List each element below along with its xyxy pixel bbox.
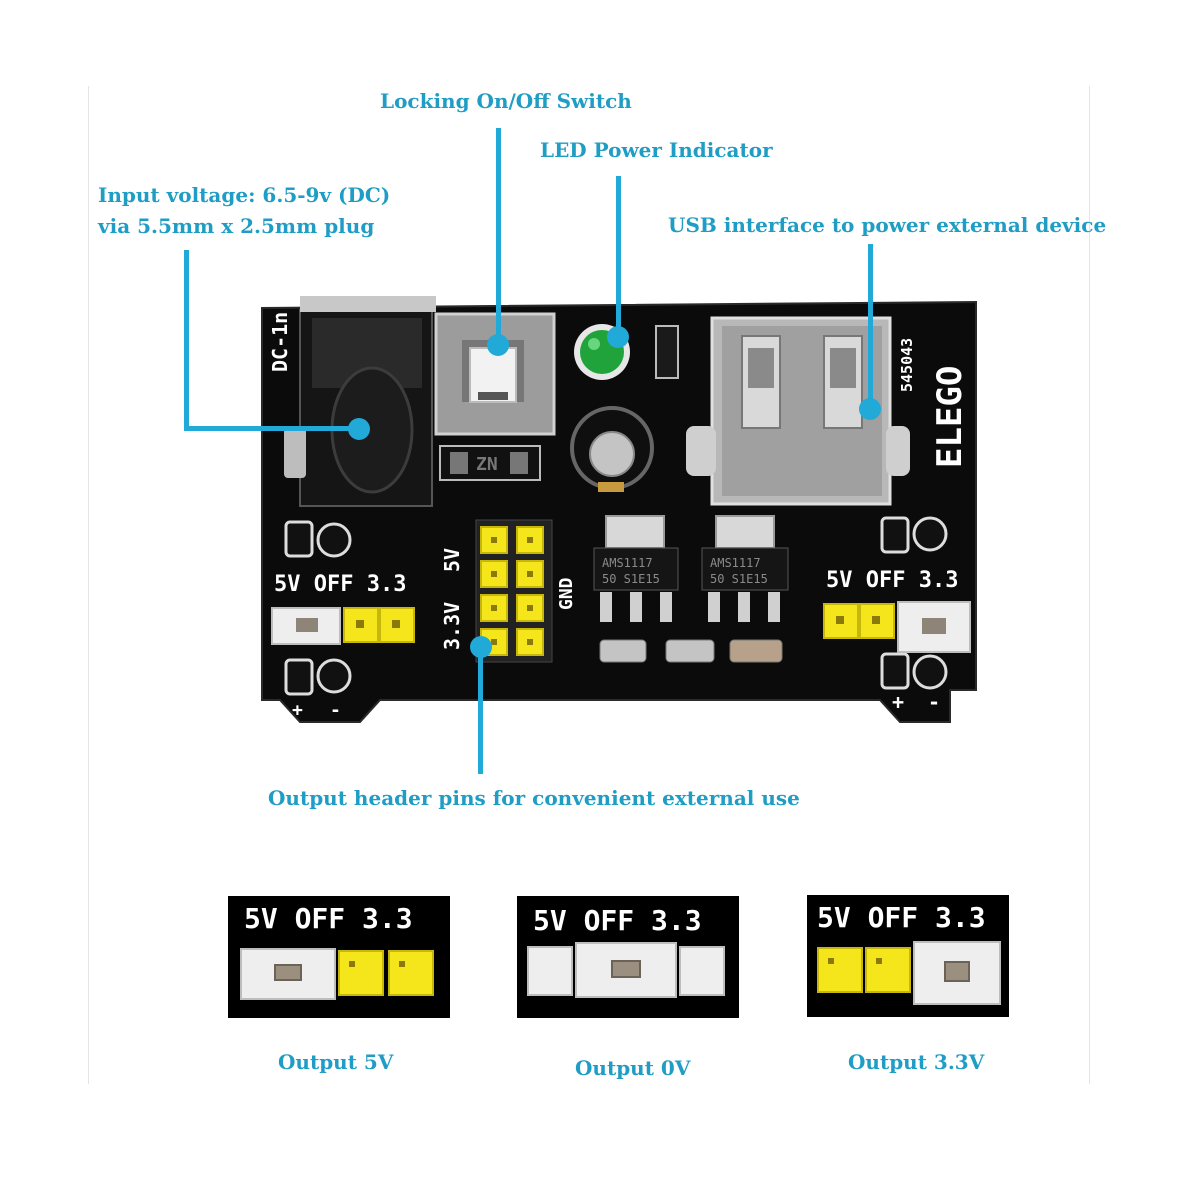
example-selector-marking: 5V OFF 3.3: [533, 904, 702, 937]
jumper-example-0v: 5V OFF 3.3: [517, 896, 739, 1018]
left-rail-pads: [284, 520, 352, 696]
jumper-example-5v: 5V OFF 3.3: [228, 896, 450, 1018]
example-pin: [865, 947, 911, 993]
left-minus-marking: -: [330, 700, 341, 721]
header-gnd-marking: GND: [556, 577, 577, 610]
example-caption-5v: Output 5V: [278, 1050, 394, 1074]
left-selector-marking: 5V OFF 3.3: [274, 572, 407, 597]
left-plus-marking: +: [292, 700, 303, 721]
header-pins-callout: Output header pins for convenient extern…: [268, 786, 800, 810]
header-pin: [516, 594, 544, 622]
header-pin: [480, 594, 508, 622]
input-voltage-callout-line1: Input voltage: 6.5-9v (DC): [98, 183, 391, 207]
input-voltage-leader: [184, 426, 360, 431]
header-33v-marking: 3.3V: [440, 601, 464, 650]
usb-callout: USB interface to power external device: [668, 213, 1107, 237]
example-jumper-cap: [575, 942, 677, 998]
regulator-right-marking-line1: AMS1117: [710, 556, 761, 570]
switch-callout: Locking On/Off Switch: [380, 89, 632, 113]
example-selector-marking: 5V OFF 3.3: [817, 901, 986, 934]
regulator-right-marking-line2: 50 S1E15: [710, 572, 768, 586]
led-callout: LED Power Indicator: [540, 138, 773, 162]
right-rail-pads: [880, 516, 948, 690]
header-pins-pointer: [470, 636, 492, 658]
example-pin: [338, 950, 384, 996]
image-frame: [88, 86, 1090, 1084]
example-pin: [388, 950, 434, 996]
smd-capacitor: [729, 639, 783, 663]
header-pin: [516, 526, 544, 554]
locking-power-switch: [434, 312, 556, 481]
switch-leader: [496, 128, 501, 342]
usb-port: [686, 316, 910, 506]
dc-barrel-jack: [284, 296, 436, 507]
voltage-regulator-left: [593, 515, 679, 622]
brand-marking: ELEGO: [930, 365, 970, 468]
example-jumper-cap: [913, 941, 1001, 1005]
right-plus-marking: +: [892, 690, 905, 714]
example-jumper-cap: [240, 948, 336, 1000]
example-pin: [817, 947, 863, 993]
header-pin: [516, 560, 544, 588]
right-selector-marking: 5V OFF 3.3: [826, 568, 959, 593]
jumper-example-33v: 5V OFF 3.3: [807, 895, 1009, 1017]
smd-capacitor: [599, 639, 647, 663]
input-voltage-leader: [184, 250, 189, 430]
header-pin: [480, 526, 508, 554]
voltage-regulator-right: [701, 515, 789, 622]
electrolytic-capacitor: [570, 406, 654, 492]
regulator-left-marking-line1: AMS1117: [602, 556, 653, 570]
right-minus-marking: -: [928, 690, 941, 714]
led-leader: [616, 176, 621, 334]
usb-leader: [868, 244, 873, 406]
header-pin: [516, 628, 544, 656]
switch-pointer: [487, 334, 509, 356]
smd-capacitor: [665, 639, 715, 663]
dc-in-marking: DC-1n: [268, 311, 292, 372]
header-5v-marking: 5V: [440, 547, 464, 572]
smd-resistor: [655, 325, 679, 379]
led-pointer: [607, 326, 629, 348]
header-pin: [480, 560, 508, 588]
example-pin-white: [679, 946, 725, 996]
header-pins-leader: [478, 646, 483, 774]
input-voltage-pointer: [348, 418, 370, 440]
switch-part-marking: ZN: [476, 454, 498, 475]
input-voltage-callout-line2: via 5.5mm x 2.5mm plug: [98, 214, 375, 238]
example-pin-white: [527, 946, 573, 996]
example-caption-33v: Output 3.3V: [848, 1050, 985, 1074]
example-caption-0v: Output 0V: [575, 1056, 691, 1080]
serial-marking: 545043: [898, 337, 916, 392]
regulator-left-marking-line2: 50 S1E15: [602, 572, 660, 586]
usb-pointer: [859, 398, 881, 420]
example-selector-marking: 5V OFF 3.3: [244, 902, 413, 935]
